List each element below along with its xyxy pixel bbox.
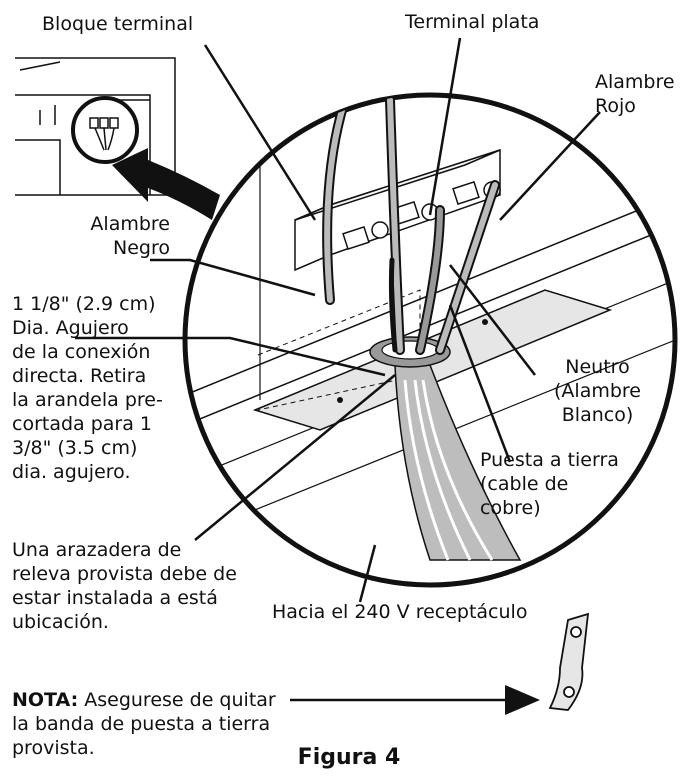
ground-strap-icon: [548, 612, 590, 711]
leader-lines: [75, 37, 601, 715]
nota-line-1: Asegurese de quitar: [78, 689, 276, 711]
label-arazadera: Una arazadera de releva provista debe de…: [12, 539, 237, 633]
power-cable: [394, 364, 522, 561]
nota-line-3: provista.: [12, 737, 95, 759]
label-alambre-negro: Alambre Negro: [90, 213, 170, 259]
label-alambre-rojo: Alambre Rojo: [595, 71, 675, 117]
nota-label: NOTA:: [12, 689, 79, 711]
inset-terminal-detail: [89, 117, 119, 151]
label-receptaculo: Hacia el 240 V receptáculo: [272, 601, 528, 623]
nota-text: NOTA: Asegurese de quitar la banda de pu…: [12, 688, 276, 760]
label-agujero: 1 1/8" (2.9 cm) Dia. Agujero de la conex…: [12, 293, 163, 483]
label-neutro: Neutro (Alambre Blanco): [554, 356, 641, 426]
inset-magnifier-circle: [71, 96, 139, 164]
nota-line-2: la banda de puesta a tierra: [12, 713, 271, 735]
zoom-arrow: [112, 148, 220, 220]
label-bloque-terminal: Bloque terminal: [42, 13, 194, 35]
figure-caption: Figura 4: [297, 745, 401, 770]
label-terminal-plata: Terminal plata: [405, 11, 540, 33]
label-puesta-tierra: Puesta a tierra (cable de cobre): [480, 449, 619, 519]
